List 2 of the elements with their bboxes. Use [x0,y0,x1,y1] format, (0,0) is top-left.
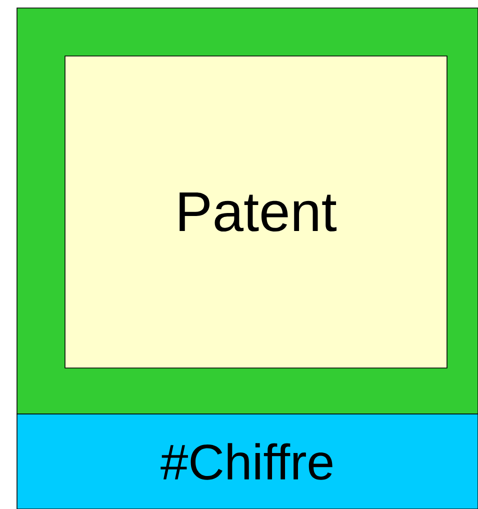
label-band: #Chiffre [16,414,478,509]
text-box: Patent [64,56,448,368]
